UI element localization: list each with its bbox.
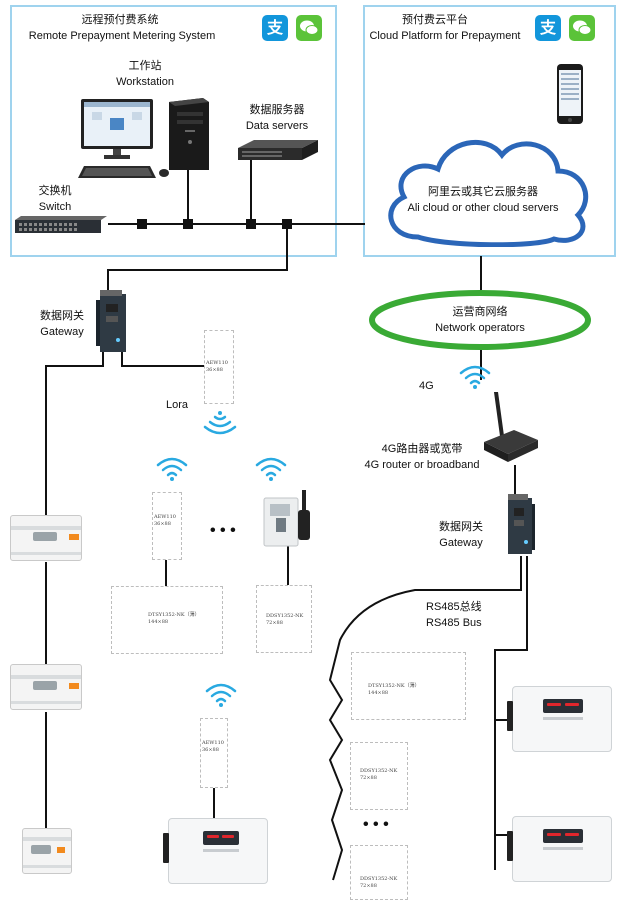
left-panel-title-cn: 远程预付费系统 (81, 14, 159, 26)
network-operators-en: Network operators (435, 322, 525, 334)
switch-icon (15, 216, 107, 234)
router-label-en: 4G router or broadband (364, 459, 480, 471)
keyboard-icon (78, 164, 169, 178)
gateway-left-cn: 数据网关 (40, 310, 84, 322)
ddsy-right-bottom-size: 72×88 (360, 883, 377, 889)
gateway-left-icon (96, 290, 130, 354)
data-servers-label-cn: 数据服务器 (249, 104, 305, 116)
wifi-icon (254, 456, 288, 482)
wechat-icon (296, 15, 322, 41)
workstation-tower-icon (165, 96, 211, 172)
ellipsis-left: • • • (210, 522, 236, 539)
ddsy-right-big-box (351, 652, 466, 720)
router-label-cn: 4G路由器或宽带 (381, 443, 463, 455)
wifi-icon (155, 456, 189, 482)
ddsy-right-mid-box (350, 742, 408, 810)
rs485-label-en: RS485 Bus (426, 617, 482, 629)
workstation-label-en: Workstation (116, 76, 174, 88)
left-panel-title-en: Remote Prepayment Metering System (28, 30, 216, 42)
ellipsis-right: • • • (363, 816, 389, 833)
right-panel-title-cn: 预付费云平台 (402, 14, 468, 26)
gateway-right-cn: 数据网关 (439, 521, 483, 533)
wifi-icon (458, 364, 492, 390)
switch-label-en: Switch (38, 201, 72, 213)
aew-mid-size: 36×88 (154, 521, 171, 527)
server-icon (238, 140, 318, 162)
cloud-label-cn: 阿里云或其它云服务器 (428, 186, 538, 198)
aew-mid-box (152, 492, 182, 560)
alipay-icon: 支 (262, 15, 288, 41)
wechat-icon (569, 15, 595, 41)
aew-bottom-name: AEW110 (202, 740, 224, 746)
aew-bottom-size: 36×88 (202, 747, 219, 753)
phone-icon (556, 63, 584, 125)
aew-bottom-box (200, 718, 228, 788)
alipay-icon: 支 (535, 15, 561, 41)
ddsy-right-big-size: 144×88 (368, 690, 389, 696)
cloud-icon (378, 127, 598, 248)
label-4g: 4G (419, 380, 434, 392)
cabinet-meter-left (163, 818, 268, 884)
local-system-panel (10, 5, 337, 257)
router-icon (480, 390, 540, 468)
cabinet-meter-right-top (507, 686, 612, 752)
din-meter-small (22, 828, 72, 874)
ddsy-left-big-size: 144×88 (148, 619, 169, 625)
cabinet-meter-right-bottom (507, 816, 612, 882)
aew-mid-name: AEW110 (154, 514, 176, 520)
network-operators-cn: 运营商网络 (452, 306, 508, 318)
aew-top-box (204, 330, 234, 404)
ddsy-right-big-name: DTSY1352-NK（薄） (368, 683, 420, 689)
gateway-right-en: Gateway (439, 537, 483, 549)
ddsy-left-big-name: DTSY1352-NK（薄） (148, 612, 200, 618)
aew-top-size: 36×88 (206, 367, 223, 373)
ddsy-right-mid-size: 72×88 (360, 775, 377, 781)
data-servers-label-en: Data servers (245, 120, 309, 132)
ddsy-left-small-size: 72×88 (266, 620, 283, 626)
right-panel-title-en: Cloud Platform for Prepayment (369, 30, 521, 42)
ddsy-right-bottom-name: DDSY1352-NK (360, 876, 398, 882)
switch-label-cn: 交换机 (38, 185, 72, 197)
lora-meter-icon (262, 488, 314, 548)
cloud-label-en: Ali cloud or other cloud servers (407, 202, 559, 214)
gateway-left-en: Gateway (40, 326, 84, 338)
workstation-label-cn: 工作站 (128, 60, 162, 72)
cloud-platform-panel (363, 5, 616, 257)
aew-top-name: AEW110 (206, 360, 228, 366)
din-meter-large (10, 515, 82, 561)
wifi-icon (204, 682, 238, 708)
ddsy-left-small-box (256, 585, 312, 653)
gateway-right-icon (506, 494, 536, 556)
workstation-monitor-icon (80, 98, 154, 159)
ddsy-right-mid-name: DDSY1352-NK (360, 768, 398, 774)
din-meter-medium (10, 664, 82, 710)
wifi-icon (202, 410, 238, 436)
ddsy-left-small-name: DDSY1352-NK (266, 613, 304, 619)
ddsy-right-bottom-box (350, 845, 408, 900)
rs485-label-cn: RS485总线 (426, 601, 482, 613)
network-operators-ring (367, 288, 593, 352)
ddsy-left-big-box (111, 586, 223, 654)
lora-label: Lora (166, 399, 189, 411)
